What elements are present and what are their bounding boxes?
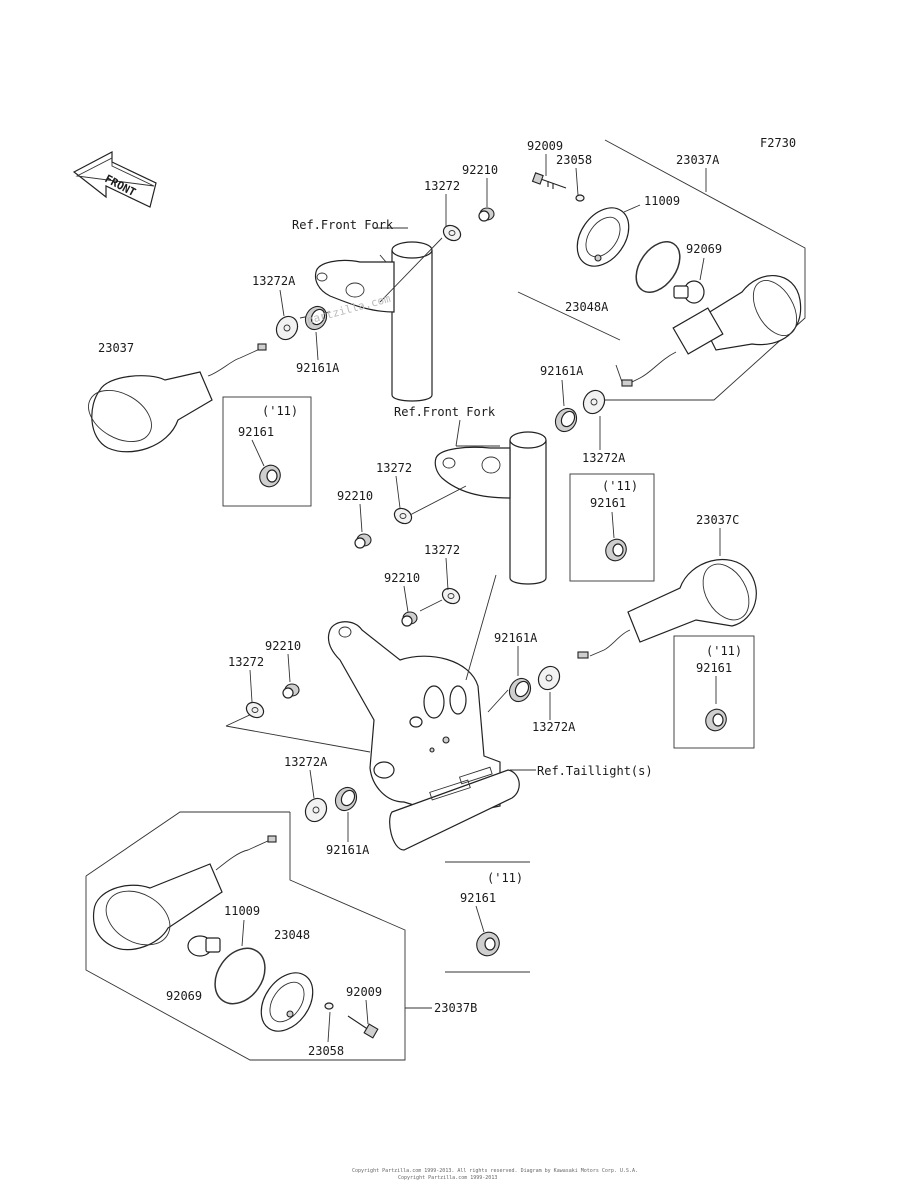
label-13272A-a: 13272A bbox=[252, 274, 296, 288]
label-23058-bot: 23058 bbox=[308, 1044, 344, 1058]
washer-13272-lower-mid bbox=[441, 587, 461, 605]
inset-box-4: ('11) 92161 bbox=[445, 861, 530, 973]
svg-text:92161: 92161 bbox=[696, 661, 732, 675]
screw-92009-top bbox=[531, 172, 567, 189]
inset-box-3: ('11) 92161 bbox=[673, 635, 755, 749]
turn-signal-23037A-group bbox=[517, 139, 806, 401]
label-92161A-b: 92161A bbox=[540, 364, 584, 378]
bulb-92069-lower bbox=[187, 935, 221, 957]
svg-text:('11): ('11) bbox=[602, 479, 638, 493]
label-23048A: 23048A bbox=[565, 300, 609, 314]
washer-13272A-lower bbox=[304, 797, 328, 823]
svg-text:92161: 92161 bbox=[238, 425, 274, 439]
label-13272-d: 13272 bbox=[228, 655, 264, 669]
washer-13272A-right bbox=[582, 389, 606, 415]
label-92210-a: 92210 bbox=[462, 163, 498, 177]
label-92009-bot: 92009 bbox=[346, 985, 382, 999]
grommet-92161A-upper-left bbox=[304, 305, 328, 331]
turn-signal-housing-right bbox=[577, 528, 757, 659]
lens-cover-top bbox=[576, 207, 630, 267]
inset-box-1: ('11) 92161 bbox=[222, 396, 312, 507]
label-92161A-c: 92161A bbox=[494, 631, 538, 645]
label-13272A-c: 13272A bbox=[532, 720, 576, 734]
washer-13272-middle bbox=[393, 507, 413, 525]
figure-code: F2730 bbox=[760, 136, 796, 150]
svg-text:92161: 92161 bbox=[460, 891, 496, 905]
ref-front-fork-upper: Ref.Front Fork bbox=[292, 218, 394, 232]
nut-92210-lower-left bbox=[282, 683, 300, 699]
label-92210-b: 92210 bbox=[337, 489, 373, 503]
label-92161A-d: 92161A bbox=[326, 843, 370, 857]
turn-signal-housing-top bbox=[621, 275, 802, 387]
washer-13272-upper bbox=[442, 224, 462, 242]
label-92161A-a: 92161A bbox=[296, 361, 340, 375]
label-92069-bot: 92069 bbox=[166, 989, 202, 1003]
front-fork-middle bbox=[434, 431, 547, 585]
washer-13272A-mid-right bbox=[537, 665, 561, 691]
label-23037B: 23037B bbox=[434, 1001, 477, 1015]
grommet-92161A-lower bbox=[334, 786, 358, 812]
label-11009-bot: 11009 bbox=[224, 904, 260, 918]
nut-92210-middle bbox=[354, 533, 372, 549]
bulb-92069-top bbox=[673, 280, 705, 304]
label-23037: 23037 bbox=[98, 341, 134, 355]
front-fork-upper bbox=[314, 241, 433, 402]
label-92210-d: 92210 bbox=[265, 639, 301, 653]
screw-92009-lower bbox=[347, 1015, 379, 1039]
turn-signal-housing-left bbox=[88, 343, 267, 453]
washer-13272A-upper-left bbox=[275, 315, 299, 341]
turn-signal-housing-lower bbox=[92, 835, 277, 951]
svg-text:('11): ('11) bbox=[706, 644, 742, 658]
lens-cover-lower bbox=[260, 972, 314, 1032]
svg-text:('11): ('11) bbox=[487, 871, 523, 885]
label-13272-c: 13272 bbox=[424, 543, 460, 557]
label-23037C: 23037C bbox=[696, 513, 739, 527]
part-labels: 92009 23058 23037A 11009 92069 23048A 92… bbox=[98, 139, 739, 1058]
label-92210-c: 92210 bbox=[384, 571, 420, 585]
svg-text:('11): ('11) bbox=[262, 404, 298, 418]
label-92009-top: 92009 bbox=[527, 139, 563, 153]
footer-line-1: Copyright Partzilla.com 1999-2013. All r… bbox=[352, 1168, 638, 1174]
label-13272A-b: 13272A bbox=[582, 451, 626, 465]
turn-signal-23037B-group bbox=[85, 786, 432, 1061]
nut-92210-lower-mid bbox=[401, 611, 418, 627]
label-23037A: 23037A bbox=[676, 153, 720, 167]
ref-front-fork-middle: Ref.Front Fork bbox=[394, 405, 496, 419]
inset-box-2: ('11) 92161 bbox=[569, 473, 655, 582]
washer-13272-lower-left bbox=[245, 701, 265, 719]
label-11009-top: 11009 bbox=[644, 194, 680, 208]
label-23058-top: 23058 bbox=[556, 153, 592, 167]
grommet-92161A-right bbox=[554, 407, 578, 433]
label-13272-a: 13272 bbox=[424, 179, 460, 193]
front-arrow-icon: FRONT bbox=[72, 151, 157, 208]
ref-taillight: Ref.Taillight(s) bbox=[537, 764, 653, 778]
label-13272-b: 13272 bbox=[376, 461, 412, 475]
mounting-bracket bbox=[327, 621, 520, 851]
label-13272A-d: 13272A bbox=[284, 755, 328, 769]
label-92069-top: 92069 bbox=[686, 242, 722, 256]
grommet-92161A-mid-right bbox=[508, 677, 532, 703]
svg-text:92161: 92161 bbox=[590, 496, 626, 510]
label-23048: 23048 bbox=[274, 928, 310, 942]
footer-line-2: Copyright Partzilla.com 1999-2013 bbox=[398, 1175, 497, 1181]
nut-92210-upper bbox=[478, 207, 495, 222]
